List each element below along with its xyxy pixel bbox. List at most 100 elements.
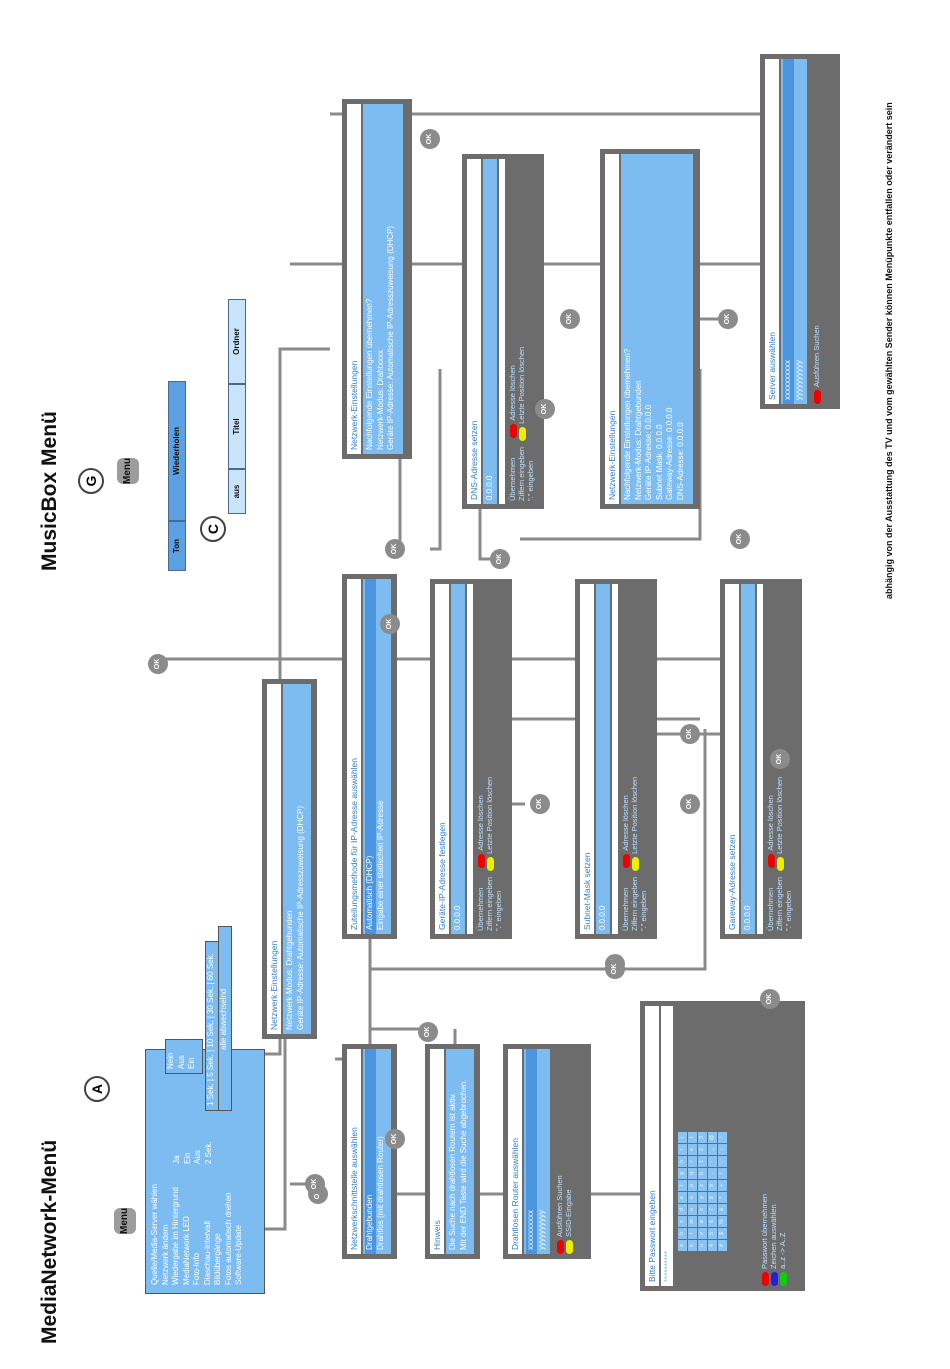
menu-item[interactable]: Diaschau-Intervall bbox=[202, 1220, 212, 1285]
foot-label: Passwort übernehmen bbox=[760, 1193, 769, 1269]
keyboard-key[interactable]: e bbox=[678, 1192, 687, 1203]
menu-item[interactable]: Netzwerk ändern bbox=[160, 1224, 170, 1285]
keyboard-key[interactable]: c bbox=[678, 1216, 687, 1227]
keyboard-key[interactable]: h bbox=[678, 1156, 687, 1167]
menu-item[interactable]: Eingabe einer statischen IP-Adresse bbox=[375, 800, 385, 930]
keyboard-key[interactable]: z bbox=[698, 1180, 707, 1191]
menu-item[interactable]: Drahtgebunden bbox=[365, 1049, 376, 1254]
info-line: Nachfolgende Einstellungen übernehmen? bbox=[623, 348, 632, 500]
keyboard-key[interactable]: 5 bbox=[708, 1228, 717, 1239]
musicbox-wiederholen[interactable]: Wiederholen bbox=[168, 381, 186, 521]
panel-header: Netzwerk-Einstellungen bbox=[267, 684, 281, 1034]
keyboard-key[interactable]: @ bbox=[708, 1132, 717, 1143]
menu-button-right[interactable]: Menu bbox=[117, 458, 139, 484]
keyboard-key[interactable]: + bbox=[718, 1180, 727, 1191]
option[interactable]: Nein bbox=[166, 1052, 175, 1069]
ip-value-field[interactable]: 0.0.0.0 bbox=[598, 905, 607, 930]
keyboard-key[interactable]: 6 bbox=[708, 1216, 717, 1227]
keyboard-key[interactable]: $ bbox=[718, 1228, 727, 1239]
menu-item[interactable]: Drahtlos (mit drahtlosen Router) bbox=[375, 1136, 385, 1250]
keyboard-key[interactable]: 8 bbox=[708, 1192, 717, 1203]
info-line: Nachfolgende Einstellungen übernehmen? bbox=[365, 298, 374, 450]
keyboard-key[interactable]: : bbox=[718, 1156, 727, 1167]
keyboard-key[interactable]: x bbox=[698, 1204, 707, 1215]
keyboard-key[interactable]: a bbox=[678, 1240, 687, 1251]
keyboard-key[interactable]: _ bbox=[708, 1144, 717, 1155]
panel-header: Hinweis bbox=[430, 1049, 444, 1254]
ip-value-field[interactable]: 0.0.0.0 bbox=[453, 905, 462, 930]
keyboard-key[interactable]: t bbox=[688, 1132, 697, 1143]
keyboard-key[interactable]: / bbox=[718, 1168, 727, 1179]
keyboard-key[interactable]: g bbox=[678, 1168, 687, 1179]
keyboard-key[interactable]: 4 bbox=[708, 1240, 717, 1251]
keyboard-key[interactable]: p bbox=[688, 1180, 697, 1191]
value: Aus bbox=[193, 1150, 202, 1164]
keyboard-key[interactable]: i bbox=[678, 1144, 687, 1155]
password-field[interactable]: ********** bbox=[663, 1250, 672, 1282]
keyboard-key[interactable]: u bbox=[698, 1240, 707, 1251]
keyboard-key[interactable]: y bbox=[698, 1192, 707, 1203]
keyboard-key[interactable]: % bbox=[718, 1216, 727, 1227]
keyboard-key[interactable]: 9 bbox=[708, 1180, 717, 1191]
musicbox-ordner[interactable]: Ordner bbox=[228, 299, 246, 384]
option[interactable]: 1 Sek. | 5 Sek. | 10 Sek. | 30 Sek. | 60… bbox=[206, 953, 215, 1106]
keyboard-key[interactable]: . bbox=[708, 1168, 717, 1179]
keyboard-key[interactable]: j bbox=[678, 1132, 687, 1143]
menu-item[interactable]: MediaNetwork LED bbox=[181, 1216, 191, 1285]
keyboard-key[interactable]: r bbox=[688, 1156, 697, 1167]
musicbox-ton[interactable]: Ton bbox=[168, 521, 186, 571]
menu-item[interactable]: Quelle/Media-Server wählen bbox=[150, 1184, 159, 1285]
keyboard-key[interactable]: 7 bbox=[708, 1204, 717, 1215]
keyboard-key[interactable]: o bbox=[688, 1192, 697, 1203]
keyboard-key[interactable]: d bbox=[678, 1204, 687, 1215]
option[interactable]: Aus bbox=[176, 1055, 186, 1069]
keyboard-key[interactable]: l bbox=[688, 1228, 697, 1239]
keyboard-key[interactable]: m bbox=[688, 1216, 697, 1227]
list-item[interactable]: xxxxxxxxxx bbox=[783, 59, 794, 404]
menu-item[interactable]: Software-Update bbox=[234, 1224, 243, 1285]
menu-button-left[interactable]: Menu bbox=[114, 1208, 136, 1234]
keyboard-key[interactable]: n bbox=[688, 1204, 697, 1215]
foot-label: Adresse löschen bbox=[508, 365, 517, 421]
keyboard-key[interactable]: 0 bbox=[698, 1168, 707, 1179]
keyboard-key[interactable]: * bbox=[718, 1192, 727, 1203]
list-item[interactable]: yyyyyyyyyy bbox=[536, 1210, 546, 1250]
panel-header: Netzwerk-Einstellungen bbox=[347, 104, 361, 454]
wiedergabe-options: Nein Aus Ein bbox=[165, 1039, 203, 1074]
keyboard-key[interactable]: ! bbox=[718, 1132, 727, 1143]
list-item[interactable]: yyyyyyyyyy bbox=[793, 360, 803, 400]
keyboard-key[interactable]: k bbox=[688, 1240, 697, 1251]
keyboard-key[interactable]: - bbox=[708, 1156, 717, 1167]
keyboard-key[interactable]: s bbox=[688, 1144, 697, 1155]
musicbox-titel[interactable]: Titel bbox=[228, 384, 246, 469]
list-item[interactable]: xxxxxxxxxx bbox=[526, 1049, 537, 1254]
menu-item[interactable]: Bildübergänge bbox=[213, 1233, 222, 1285]
option[interactable]: alle abwechselnd bbox=[219, 988, 228, 1050]
keyboard-key[interactable]: q bbox=[688, 1168, 697, 1179]
panel-header: DNS-Adresse setzen bbox=[467, 159, 481, 504]
keyboard-key[interactable]: w bbox=[698, 1216, 707, 1227]
keyboard-key[interactable]: # bbox=[718, 1240, 727, 1251]
musicbox-aus[interactable]: aus bbox=[228, 469, 246, 514]
keyboard-key[interactable]: f bbox=[678, 1180, 687, 1191]
menu-item[interactable]: Fotos automatisch drehen bbox=[223, 1192, 233, 1286]
ip-value-field[interactable]: 0.0.0.0 bbox=[485, 475, 494, 500]
foot-label: Letzte Position löschen bbox=[630, 776, 639, 854]
keyboard-key[interactable]: ; bbox=[718, 1144, 727, 1155]
foot-label: "." eingeben bbox=[639, 890, 648, 931]
menu-item[interactable]: Automatisch (DHCP) bbox=[365, 579, 376, 934]
value: Ja bbox=[172, 1155, 181, 1164]
ip-value-field[interactable]: 0.0.0.0 bbox=[743, 905, 752, 930]
menu-item[interactable]: Foto-Info bbox=[192, 1252, 201, 1285]
keyboard-key[interactable]: b bbox=[678, 1228, 687, 1239]
keyboard-key[interactable]: 3 bbox=[698, 1132, 707, 1143]
keyboard-key[interactable]: 1 bbox=[698, 1156, 707, 1167]
keyboard-key[interactable]: & bbox=[718, 1204, 727, 1215]
ok-button-icon: OK bbox=[605, 959, 625, 979]
keyboard-key[interactable]: 2 bbox=[698, 1144, 707, 1155]
option[interactable]: Ein bbox=[187, 1057, 196, 1069]
keyboard-key[interactable]: v bbox=[698, 1228, 707, 1239]
menu-item[interactable]: Wiedergabe im Hintergrund bbox=[171, 1187, 180, 1285]
